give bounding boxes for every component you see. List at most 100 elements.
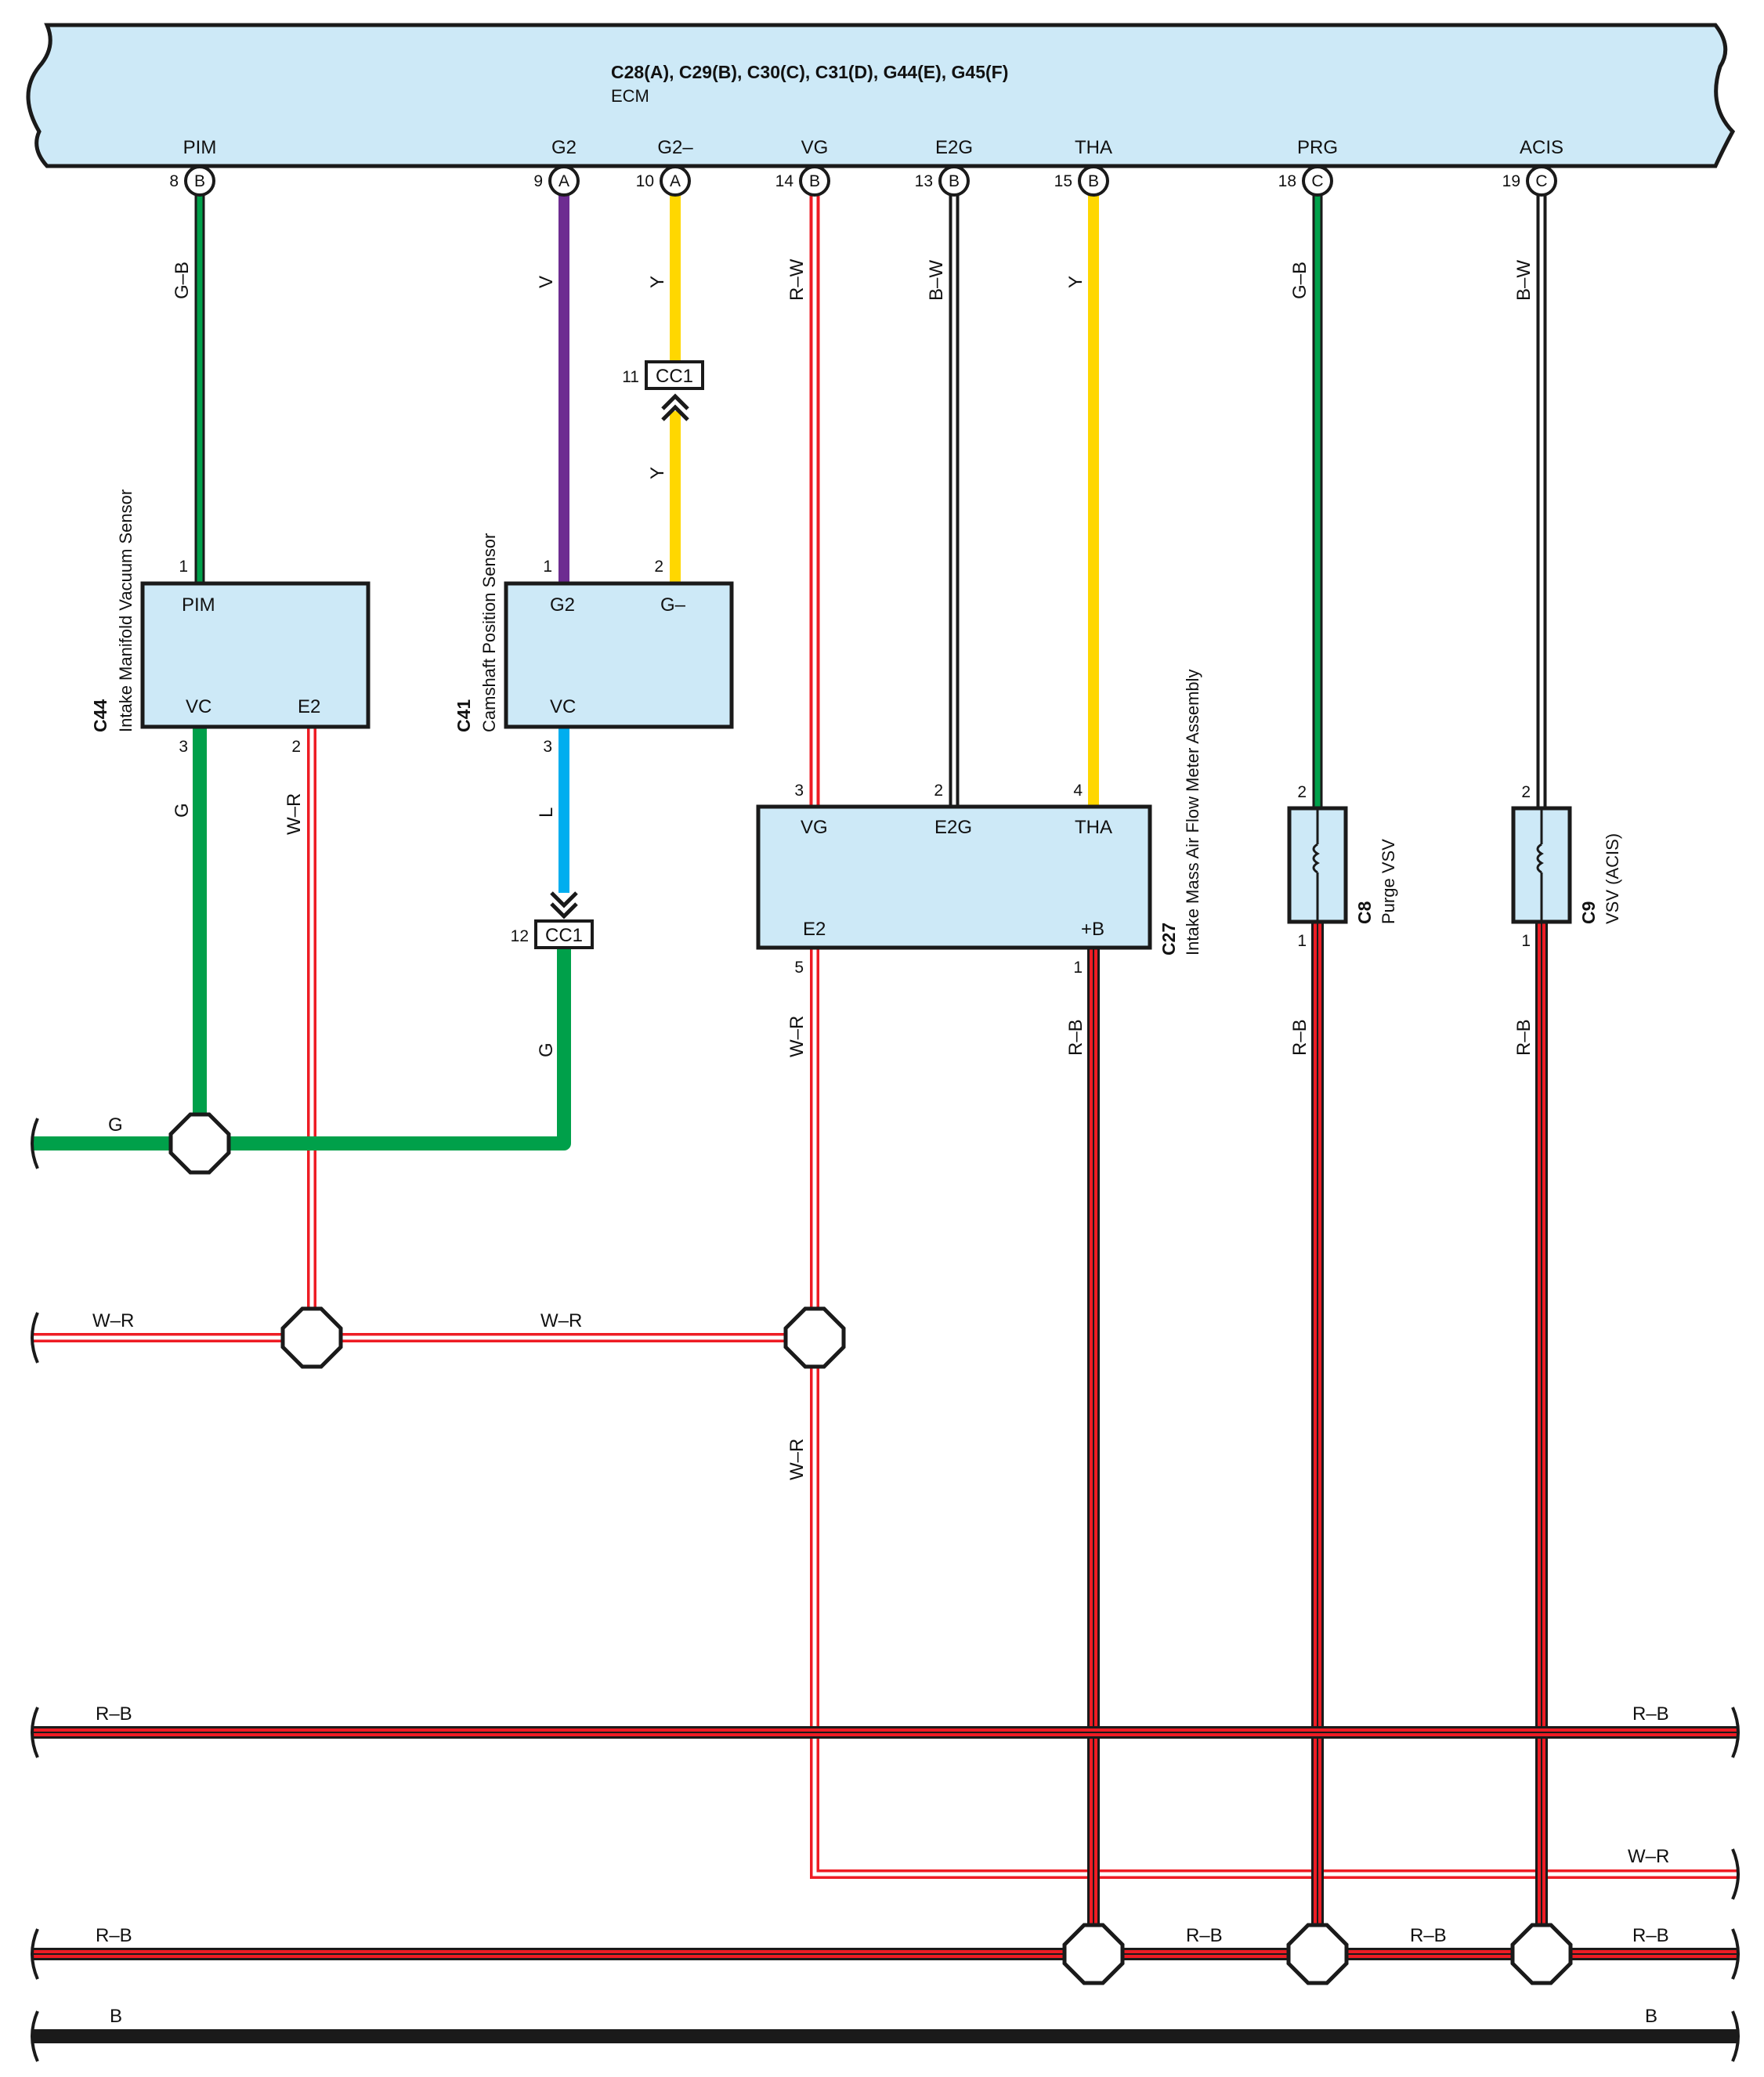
cc1-top-chevron-2 bbox=[661, 404, 689, 421]
pin-number-e2g: 13 bbox=[915, 172, 933, 190]
wire-label-tha: Y bbox=[1065, 276, 1086, 288]
wire-label-pim: G–B bbox=[172, 262, 193, 299]
ecm-terminal-g2minus: G2– bbox=[657, 137, 693, 158]
bus-label-rb2-left: R–B bbox=[96, 1925, 132, 1946]
component-lower-wires bbox=[31, 727, 1739, 1954]
bus-label-rb2-mid1: R–B bbox=[1186, 1925, 1223, 1946]
component-c41: G2 G– VC 1 2 3 C41 Camshaft Position Sen… bbox=[454, 533, 734, 756]
wire-label-vg: R–W bbox=[786, 258, 808, 301]
c44-pin-e2: 2 bbox=[291, 738, 301, 756]
wire-label-acis: B–W bbox=[1513, 260, 1534, 301]
ecm-terminal-e2g: E2G bbox=[935, 137, 973, 158]
c8-pin-top: 2 bbox=[1297, 783, 1307, 801]
ecm-name-label: ECM bbox=[611, 86, 649, 106]
bus-label-rb1-right: R–B bbox=[1632, 1703, 1669, 1725]
junction-rb-2 bbox=[1286, 1923, 1349, 1985]
pin-number-prg: 18 bbox=[1278, 172, 1296, 190]
c44-terminal-e2: E2 bbox=[298, 696, 320, 717]
ecm-terminal-prg: PRG bbox=[1297, 137, 1338, 158]
c27-pin-e2: 5 bbox=[794, 959, 804, 977]
c41-block bbox=[504, 581, 734, 729]
bus-label-rb1-left: R–B bbox=[96, 1703, 132, 1725]
cc1-bottom-label: CC1 bbox=[545, 925, 583, 946]
c44-terminal-pim: PIM bbox=[182, 594, 215, 616]
c27-id: C27 bbox=[1159, 923, 1179, 955]
ecm-terminal-vg: VG bbox=[801, 137, 829, 158]
pin-conn-e2g: B bbox=[949, 172, 960, 190]
c44-terminal-vc: VC bbox=[186, 696, 211, 717]
bus-label-g: G bbox=[108, 1114, 123, 1136]
ecm-terminal-g2: G2 bbox=[551, 137, 577, 158]
wire-label-gminus-lower: Y bbox=[647, 467, 668, 479]
cc1-top-box bbox=[645, 360, 704, 390]
component-c44: PIM VC E2 1 3 2 C44 Intake Manifold Vacu… bbox=[90, 489, 371, 756]
bus-label-wr-right: W–R bbox=[1628, 1846, 1669, 1867]
ecm-connectors-label: C28(A), C29(B), C30(C), C31(D), G44(E), … bbox=[611, 62, 1008, 82]
c27-terminal-e2: E2 bbox=[803, 919, 826, 940]
c8-id: C8 bbox=[1354, 901, 1375, 924]
pin-circle-pim bbox=[184, 165, 215, 197]
wire-label-c9: R–B bbox=[1513, 1019, 1534, 1056]
pin-conn-g2minus: A bbox=[670, 172, 681, 190]
c27-pin-tha: 4 bbox=[1073, 782, 1083, 800]
wire-label-c44-e2: W–R bbox=[284, 793, 305, 835]
wire-color-labels: G–B V Y Y R–W B–W Y G–B B–W G W–R L G W–… bbox=[172, 258, 1534, 1480]
pin-number-vg: 14 bbox=[775, 172, 794, 190]
wire-label-c44-vc: G bbox=[172, 803, 193, 818]
c41-pin-vc: 3 bbox=[543, 738, 552, 756]
c41-pin-g2: 1 bbox=[543, 558, 552, 576]
c41-name: Camshaft Position Sensor bbox=[479, 533, 499, 732]
c27-terminal-vg: VG bbox=[801, 817, 828, 838]
junction-rb-1 bbox=[1062, 1923, 1125, 1985]
ecm-terminal-tha: THA bbox=[1075, 137, 1112, 158]
c44-name: Intake Manifold Vacuum Sensor bbox=[116, 489, 136, 732]
component-c8: 2 1 C8 Purge VSV bbox=[1287, 783, 1398, 950]
junction-wr-left bbox=[280, 1306, 343, 1369]
wire-label-gminus-upper: Y bbox=[647, 276, 668, 288]
c44-pin-pim: 1 bbox=[179, 558, 188, 576]
c27-terminal-e2g: E2G bbox=[934, 817, 972, 838]
junction-wr-right bbox=[783, 1306, 846, 1369]
c27-name: Intake Mass Air Flow Meter Assembly bbox=[1183, 669, 1202, 955]
pin-conn-vg: B bbox=[809, 172, 820, 190]
pin-conn-pim: B bbox=[194, 172, 205, 190]
pin-conn-g2: A bbox=[558, 172, 569, 190]
pin-conn-acis: C bbox=[1535, 172, 1547, 190]
junctions bbox=[168, 1112, 1573, 1985]
ecm-terminals: PIM G2 G2– VG E2G THA PRG ACIS B A A B B… bbox=[169, 137, 1563, 197]
c27-terminal-tha: THA bbox=[1075, 817, 1112, 838]
pin-circle-g2 bbox=[548, 165, 580, 197]
component-c27: VG E2G THA E2 +B 3 2 4 5 1 C27 Intake Ma… bbox=[756, 669, 1202, 977]
bus-label-wr-left: W–R bbox=[92, 1310, 134, 1331]
c41-terminal-vc: VC bbox=[550, 696, 576, 717]
bus-label-b-right: B bbox=[1645, 2006, 1657, 2027]
c44-id: C44 bbox=[90, 699, 110, 732]
pin-number-g2minus: 10 bbox=[636, 172, 654, 190]
ecm-terminal-acis: ACIS bbox=[1520, 137, 1563, 158]
cc1-bottom-chevron-2 bbox=[550, 902, 578, 919]
c41-id: C41 bbox=[454, 699, 474, 732]
bus-labels: G W–R W–R R–B R–B W–R R–B R–B R–B R–B B … bbox=[92, 1114, 1669, 2027]
pin-circle-vg bbox=[799, 165, 830, 197]
bus-label-b-left: B bbox=[110, 2006, 122, 2027]
wire-label-prg: G–B bbox=[1289, 262, 1310, 299]
pin-number-g2: 9 bbox=[533, 172, 543, 190]
wire-label-cc1-g: G bbox=[536, 1042, 557, 1057]
cc1-bottom-pin: 12 bbox=[511, 927, 529, 945]
pin-circle-acis bbox=[1526, 165, 1557, 197]
c27-pin-e2g: 2 bbox=[934, 782, 943, 800]
pin-number-pim: 8 bbox=[169, 172, 179, 190]
junction-g bbox=[168, 1112, 231, 1175]
c44-block bbox=[140, 581, 371, 729]
cc1-connector-bottom: CC1 12 bbox=[511, 891, 594, 949]
ecm-block: C28(A), C29(B), C30(C), C31(D), G44(E), … bbox=[26, 23, 1736, 168]
junction-rb-3 bbox=[1510, 1923, 1573, 1985]
c41-pin-gminus: 2 bbox=[654, 558, 663, 576]
wire-label-c8: R–B bbox=[1289, 1019, 1310, 1056]
ecm-to-component-wires bbox=[194, 182, 1547, 807]
pin-circle-tha bbox=[1078, 165, 1109, 197]
pin-number-acis: 19 bbox=[1502, 172, 1520, 190]
wire-label-c27-b: R–B bbox=[1065, 1019, 1086, 1056]
c8-name: Purge VSV bbox=[1379, 839, 1398, 924]
